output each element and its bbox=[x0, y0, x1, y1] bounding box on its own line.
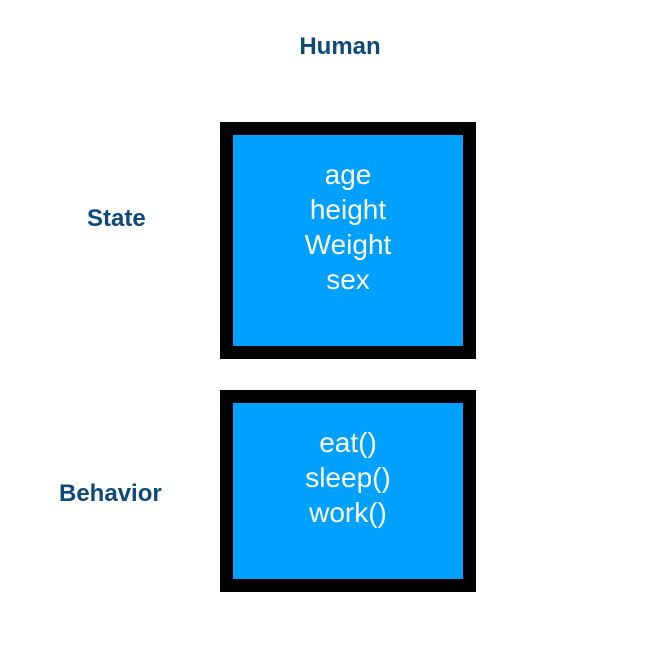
behavior-method-list: eat() sleep() work() bbox=[233, 425, 463, 530]
behavior-method: work() bbox=[309, 497, 387, 528]
state-attribute: sex bbox=[326, 264, 370, 295]
behavior-label: Behavior bbox=[59, 480, 162, 507]
behavior-method: sleep() bbox=[305, 462, 391, 493]
state-attribute: age bbox=[324, 159, 372, 190]
state-attribute: Weight bbox=[304, 229, 392, 260]
state-box: age height Weight sex bbox=[220, 122, 476, 359]
state-label: State bbox=[87, 205, 146, 232]
state-attribute: height bbox=[309, 194, 387, 225]
behavior-box: eat() sleep() work() bbox=[220, 390, 476, 592]
state-attribute-list: age height Weight sex bbox=[233, 157, 463, 297]
behavior-method: eat() bbox=[319, 427, 377, 458]
diagram-title: Human bbox=[299, 33, 381, 60]
